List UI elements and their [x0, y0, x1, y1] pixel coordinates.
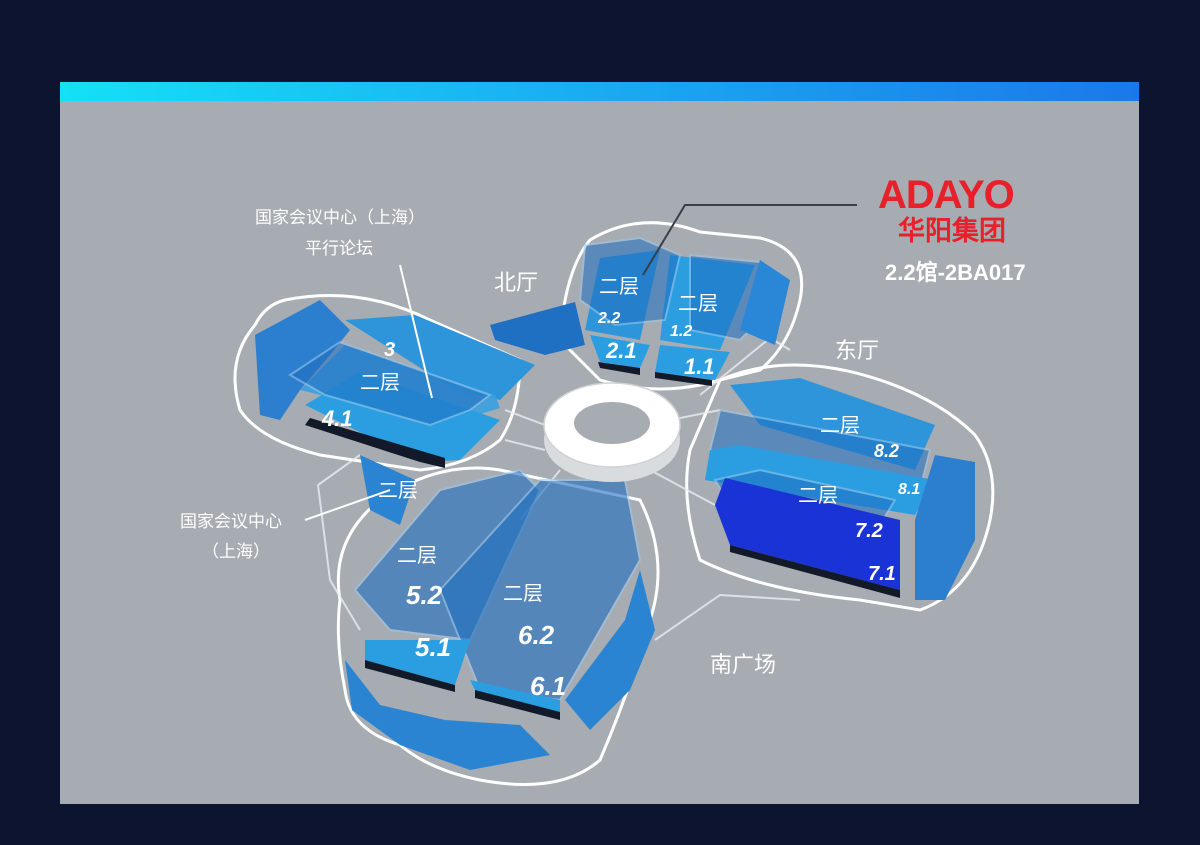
brand-logo: ADAYO: [878, 173, 1014, 217]
hall-7-1[interactable]: 7.1: [868, 563, 896, 585]
area-north-hall: 北厅: [494, 271, 538, 296]
forum-annotation: 国家会议中心（上海） 平行论坛: [255, 208, 433, 399]
center-annotation: 国家会议中心 （上海）: [180, 489, 391, 562]
floor-label-sw2: 二层: [397, 543, 437, 567]
floor-label-sw1: 二层: [378, 478, 418, 502]
wing-east: [705, 378, 975, 600]
hall-2-1[interactable]: 2.1: [605, 338, 637, 363]
hall-8-1[interactable]: 8.1: [898, 481, 920, 498]
floor-label-n1: 二层: [599, 274, 639, 298]
panel-header-bar: [60, 82, 1139, 101]
center-label-line2: （上海）: [202, 542, 270, 562]
floor-label-e1: 二层: [820, 413, 860, 437]
center-label-line1: 国家会议中心: [180, 512, 282, 532]
booth-number: 2.2馆-2BA017: [885, 260, 1026, 285]
hall-2-2[interactable]: 2.2: [597, 310, 620, 327]
hall-3[interactable]: 3: [384, 339, 395, 361]
hall-8-2[interactable]: 8.2: [874, 441, 899, 461]
hall-1-1[interactable]: 1.1: [684, 354, 715, 379]
floor-label-n2: 二层: [678, 291, 718, 315]
hall-6-1[interactable]: 6.1: [530, 671, 566, 701]
area-east-hall: 东厅: [835, 339, 879, 364]
forum-label-line1: 国家会议中心（上海）: [255, 208, 425, 228]
hall-4-1[interactable]: 4.1: [321, 406, 353, 431]
forum-label-line2: 平行论坛: [305, 239, 373, 259]
wing-northwest: [255, 300, 535, 468]
wing-north: [490, 236, 790, 386]
hall-5-2[interactable]: 5.2: [406, 580, 443, 610]
floor-label-s: 二层: [503, 581, 543, 605]
hall-7-2[interactable]: 7.2: [855, 520, 883, 542]
hall-1-2[interactable]: 1.2: [670, 323, 692, 340]
hall-6-2[interactable]: 6.2: [518, 620, 555, 650]
brand-name-cn: 华阳集团: [898, 215, 1006, 246]
floor-label-e2: 二层: [798, 483, 838, 507]
central-ring: [543, 382, 681, 482]
wing-south: [345, 455, 655, 770]
floor-label-w: 二层: [360, 370, 400, 394]
hall-5-1[interactable]: 5.1: [415, 632, 451, 662]
brand-callout: ADAYO 华阳集团 2.2馆-2BA017: [642, 173, 1026, 285]
area-south-plaza: 南广场: [710, 653, 776, 678]
